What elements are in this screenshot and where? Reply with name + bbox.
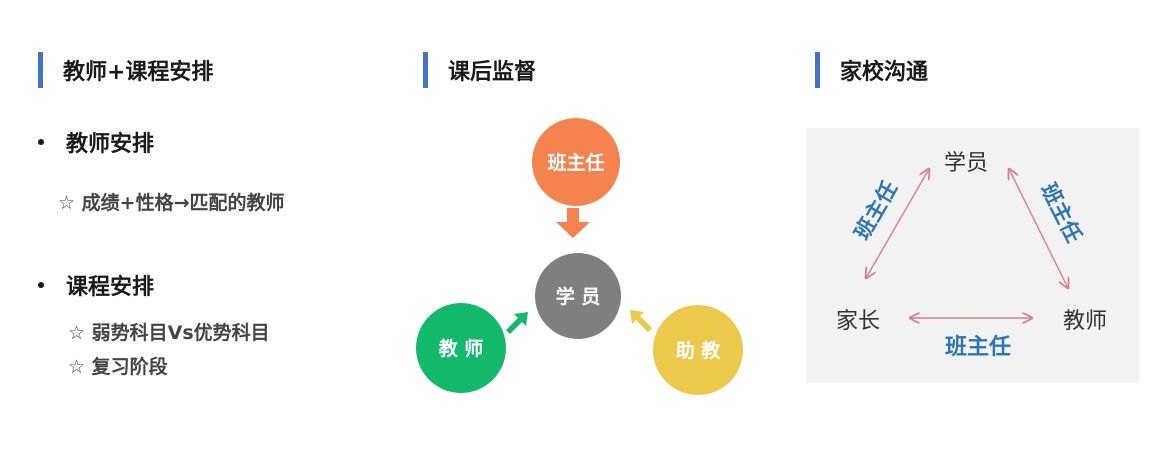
communication-panel bbox=[806, 128, 1139, 383]
bullet-dot bbox=[38, 282, 44, 288]
student-label: 学 员 bbox=[556, 285, 601, 308]
arrow-teacher-to-student bbox=[506, 312, 528, 334]
teacher-arrange-item: ☆ 成绩+性格→匹配的教师 bbox=[58, 192, 285, 214]
supervision-diagram: 班主任 学 员 教 师 助 教 bbox=[416, 118, 743, 395]
bullet-course-arrange: 课程安排 bbox=[38, 269, 154, 301]
bullet-heading: 课程安排 bbox=[66, 275, 155, 300]
section-title-text: 家校沟通 bbox=[840, 60, 929, 85]
bullet-dot bbox=[38, 139, 44, 145]
node-parent: 家长 bbox=[836, 309, 880, 334]
course-arrange-item: ☆ 复习阶段 bbox=[68, 356, 168, 378]
edge-student-parent bbox=[866, 169, 929, 278]
node-teacher: 教师 bbox=[1063, 309, 1107, 334]
assistant-label: 助 教 bbox=[676, 339, 722, 362]
arrow-assistant-to-student bbox=[630, 310, 652, 332]
circle-headteacher bbox=[532, 118, 620, 206]
arrow-headteacher-to-student bbox=[556, 208, 590, 238]
section-title-supervision: 课后监督 bbox=[423, 52, 536, 88]
section-title-text: 教师+课程安排 bbox=[63, 60, 214, 85]
circle-student bbox=[535, 253, 621, 339]
node-student: 学员 bbox=[944, 151, 988, 176]
edge-student-teacher bbox=[1009, 169, 1068, 288]
section-title-communication: 家校沟通 bbox=[815, 52, 928, 88]
edge-label-bottom: 班主任 bbox=[945, 334, 1011, 360]
bullet-heading: 教师安排 bbox=[66, 132, 155, 157]
circle-assistant bbox=[653, 305, 743, 395]
headteacher-label: 班主任 bbox=[547, 151, 604, 174]
accent-bar bbox=[815, 52, 820, 88]
circle-teacher bbox=[416, 303, 506, 393]
course-arrange-item: ☆ 弱势科目Vs优势科目 bbox=[68, 322, 270, 344]
section-title-teacher-course: 教师+课程安排 bbox=[38, 52, 213, 88]
teacher-label: 教 师 bbox=[439, 337, 484, 360]
section-title-text: 课后监督 bbox=[448, 60, 537, 85]
accent-bar bbox=[423, 52, 428, 88]
bullet-teacher-arrange: 教师安排 bbox=[38, 126, 154, 158]
accent-bar bbox=[38, 52, 43, 88]
communication-diagram: 学员 家长 教师 班主任 班主任 班主任 bbox=[806, 128, 1139, 383]
